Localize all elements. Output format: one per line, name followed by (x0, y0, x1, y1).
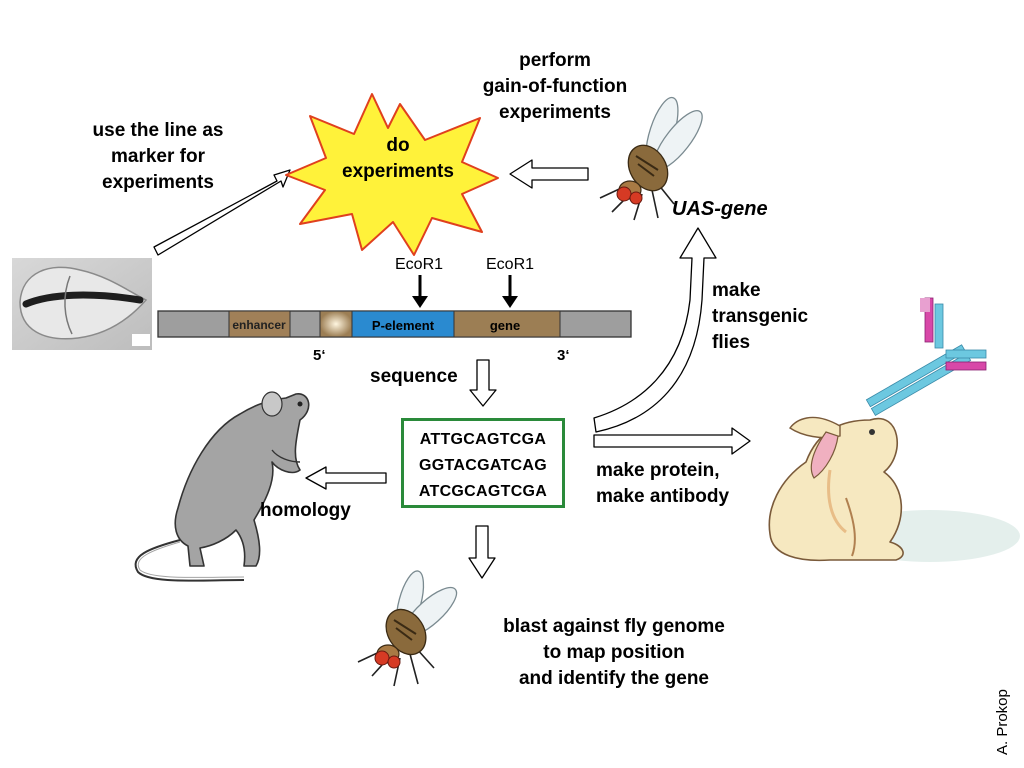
use-line-label: use the line as (92, 120, 224, 141)
map-position-label: to map position (543, 642, 685, 663)
arrow-to-experiments (153, 169, 291, 256)
do-experiments-label: experiments (342, 161, 454, 182)
make-label: make (712, 280, 761, 301)
antibody-icon (865, 297, 987, 416)
fly-icon (357, 570, 458, 687)
arrow-to-homology (305, 466, 387, 490)
do-experiments-starburst (285, 93, 499, 256)
dna-construct-bar (157, 310, 632, 338)
transgenic-label: transgenic (712, 306, 809, 327)
ecor1-arrow-right (502, 275, 518, 308)
gene-label: gene (490, 318, 520, 333)
gain-of-function-label: gain-of-function (482, 76, 628, 97)
arrow-to-sequence (469, 359, 497, 407)
flies-label: flies (712, 332, 751, 353)
author-credit: A. Prokop (994, 689, 1011, 755)
five-prime-label: 5‘ (313, 347, 326, 364)
make-antibody-label: make antibody (596, 486, 730, 507)
uas-gene-label: UAS-gene (672, 198, 768, 220)
sequence-line: ATTGCAGTCGA (419, 431, 547, 448)
do-label: do (386, 135, 410, 156)
rat-icon (134, 391, 310, 582)
wing-disc-image (12, 258, 152, 350)
identify-gene-label: and identify the gene (518, 668, 710, 689)
sequence-label: sequence (370, 366, 458, 387)
arrow-make-transgenic (593, 227, 717, 433)
p-element-label: P-element (372, 318, 435, 333)
rabbit-icon (768, 416, 1020, 562)
enhancer-label: enhancer (232, 318, 286, 332)
sequence-line: GGTACGATCAG (418, 457, 548, 474)
experiments-top-label: experiments (499, 102, 611, 123)
fly-icon (599, 96, 703, 221)
experiments-marker-label: experiments (102, 172, 214, 193)
sequence-line: ATCGCAGTCGA (418, 483, 548, 500)
sequence-box: ATTGCAGTCGA GGTACGATCAG ATCGCAGTCGA (401, 418, 565, 508)
arrow-to-protein (593, 427, 751, 455)
ecor1-arrow-left (412, 275, 428, 308)
ecor1-right-label: EcoR1 (486, 256, 535, 273)
arrow-to-blast (468, 525, 496, 579)
blast-label: blast against fly genome (503, 616, 725, 637)
make-protein-label: make protein, (596, 460, 720, 481)
marker-for-label: marker for (111, 146, 205, 167)
ecor1-left-label: EcoR1 (395, 256, 444, 273)
arrow-fly-to-experiments (509, 159, 589, 189)
homology-label: homology (260, 500, 351, 521)
perform-label: perform (519, 50, 591, 71)
three-prime-label: 3‘ (557, 347, 570, 364)
